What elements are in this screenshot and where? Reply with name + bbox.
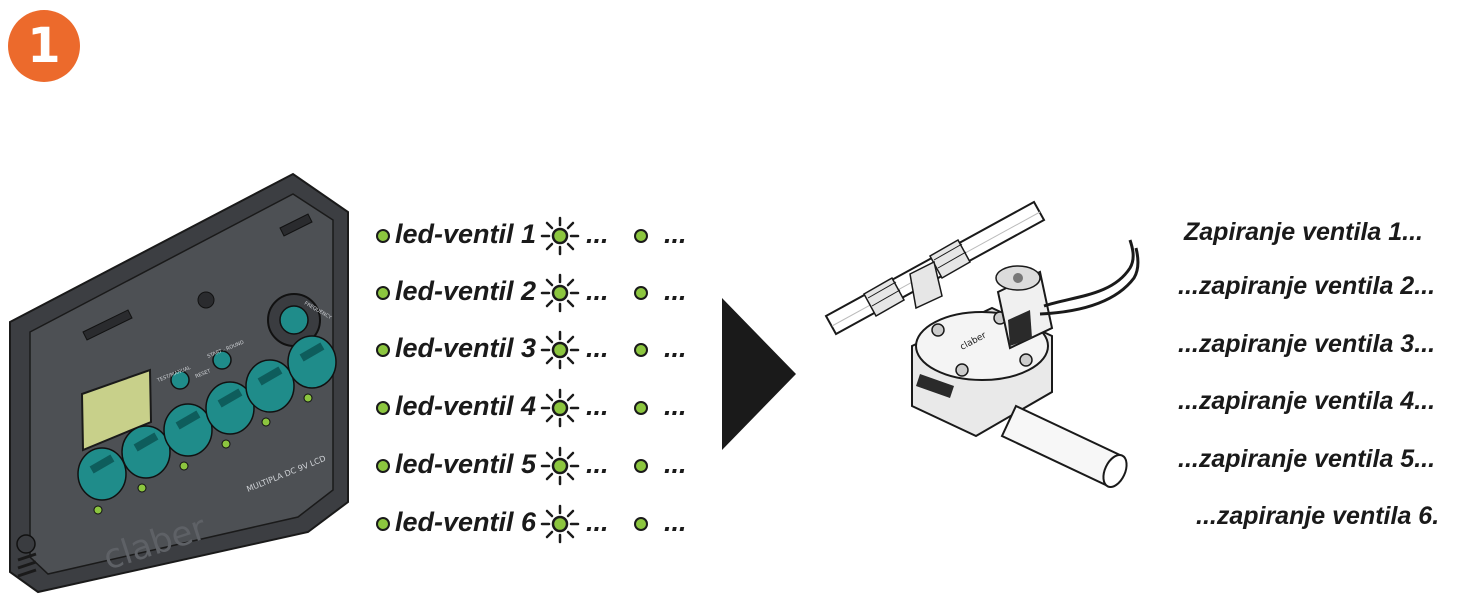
led-on-icon (376, 401, 390, 415)
closing-item: ...zapiranje ventila 6. (1196, 502, 1440, 530)
led-label: led-ventil 1 (395, 219, 537, 249)
led-on-icon (634, 229, 648, 243)
led-on-icon (634, 517, 648, 531)
led-on-icon (634, 401, 648, 415)
ellipsis: ... (586, 449, 609, 479)
ellipsis: ... (664, 449, 687, 479)
ellipsis: ... (586, 333, 609, 363)
step-number: 1 (27, 18, 61, 74)
led-on-icon (376, 517, 390, 531)
led-label: led-ventil 4 (395, 391, 537, 421)
led-on-icon (376, 229, 390, 243)
led-label: led-ventil 2 (395, 276, 537, 306)
led-on-icon (634, 459, 648, 473)
led-row: led-ventil 5 ... ... (376, 446, 706, 486)
ellipsis: ... (664, 333, 687, 363)
led-row: led-ventil 2 ... ... (376, 273, 706, 313)
ellipsis: ... (664, 391, 687, 421)
led-on-icon (634, 343, 648, 357)
ellipsis: ... (664, 219, 687, 249)
led-blinking-icon (540, 446, 580, 486)
led-row: led-ventil 4 ... ... (376, 388, 706, 428)
closing-item: Zapiranje ventila 1... (1184, 218, 1423, 246)
led-blinking-icon (540, 216, 580, 256)
led-label: led-ventil 6 (395, 507, 537, 537)
led-blinking-icon (540, 388, 580, 428)
led-on-icon (376, 343, 390, 357)
ellipsis: ... (664, 507, 687, 537)
solenoid-valve-icon: claber (824, 200, 1140, 488)
controller-icon: claber MULTIPLA DC 9V LCD TEST/MANUAL RE… (9, 172, 349, 594)
solenoid-valve: claber (812, 196, 1152, 501)
led-blinking-icon (540, 273, 580, 313)
led-label: led-ventil 3 (395, 333, 537, 363)
closing-item: ...zapiranje ventila 3... (1178, 330, 1436, 358)
led-label: led-ventil 5 (395, 449, 537, 479)
led-on-icon (634, 286, 648, 300)
controller-reset-label: RESET (195, 368, 213, 380)
ellipsis: ... (664, 276, 687, 306)
led-blinking-icon (540, 504, 580, 544)
ellipsis: ... (586, 219, 609, 249)
closing-item: ...zapiranje ventila 5... (1178, 445, 1436, 473)
led-on-icon (376, 459, 390, 473)
led-row: led-ventil 6 ... ... (376, 504, 706, 544)
closing-item: ...zapiranje ventila 2... (1178, 272, 1436, 300)
ellipsis: ... (586, 507, 609, 537)
led-row: led-ventil 1 ... ... (376, 216, 706, 256)
led-blinking-icon (540, 330, 580, 370)
closing-item: ...zapiranje ventila 4... (1178, 387, 1436, 415)
ellipsis: ... (586, 276, 609, 306)
play-arrow-icon (722, 298, 796, 450)
led-row: led-ventil 3 ... ... (376, 330, 706, 370)
ellipsis: ... (586, 391, 609, 421)
step-badge: 1 (8, 10, 80, 82)
led-on-icon (376, 286, 390, 300)
irrigation-controller: claber MULTIPLA DC 9V LCD TEST/MANUAL RE… (8, 172, 358, 609)
